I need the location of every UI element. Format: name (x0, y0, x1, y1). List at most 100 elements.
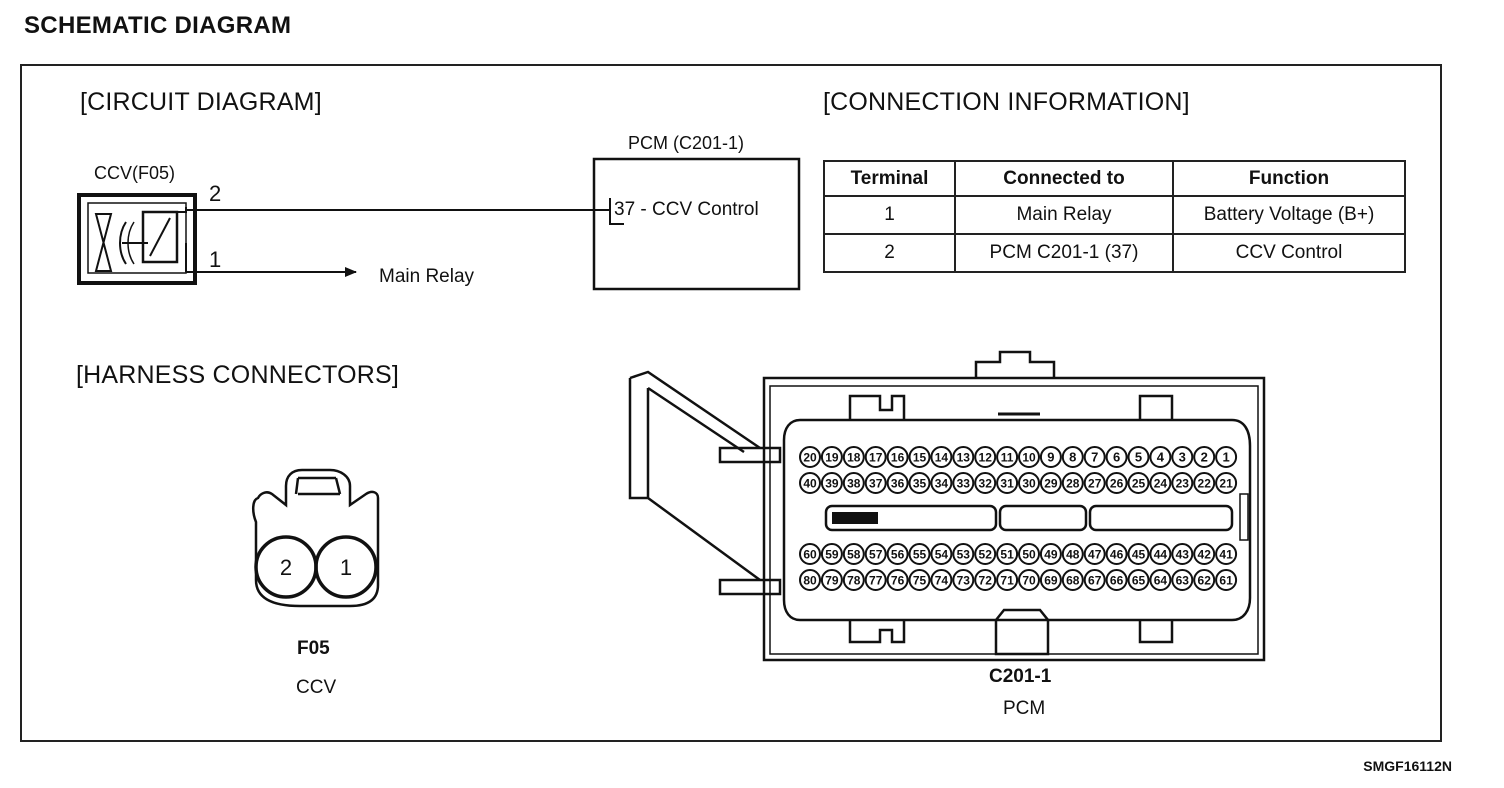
c201-pin-circle (1171, 472, 1194, 494)
c201-pin-circle (820, 569, 843, 591)
c201-pin-label: 8 (1069, 450, 1076, 465)
c201-pin-circle (930, 472, 953, 494)
c201-pin-label: 48 (1066, 548, 1080, 562)
table-header-row: Terminal Connected to Function (823, 160, 1406, 197)
c201-pin-label: 37 (869, 477, 883, 491)
c201-pin-circle (1018, 472, 1040, 494)
c201-pin-circle (974, 472, 997, 494)
c201-pin-label: 58 (847, 548, 861, 562)
circuit-wires (185, 209, 610, 277)
connection-table: Terminal Connected to Function 1 Main Re… (823, 160, 1406, 273)
table-cell: PCM C201-1 (37) (954, 233, 1174, 273)
c201-pin-label: 80 (803, 574, 817, 588)
c201-pin-label: 75 (913, 574, 927, 588)
c201-pin-label: 17 (869, 451, 883, 465)
c201-pin-circle (1171, 569, 1194, 591)
c201-pin-label: 60 (803, 548, 817, 562)
c201-pin-circle (799, 446, 821, 468)
c201-pin-circle (799, 472, 821, 494)
harness-connectors-heading: [HARNESS CONNECTORS] (76, 361, 400, 389)
c201-pin-circle (974, 569, 997, 591)
c201-pin-circle (1083, 472, 1106, 494)
c201-pin-label: 6 (1113, 450, 1120, 465)
c201-pin-label: 10 (1022, 451, 1036, 465)
c201-pin-circle (820, 472, 843, 494)
c201-pin-circle (1127, 569, 1150, 591)
connection-information-heading: [CONNECTION INFORMATION] (823, 88, 1190, 116)
c201-pin-label: 42 (1198, 548, 1212, 562)
c201-pin-label: 34 (935, 477, 949, 491)
c201-pin-circle (1127, 472, 1150, 494)
c201-pin-label: 7 (1091, 450, 1098, 465)
c201-pin-label: 27 (1088, 477, 1102, 491)
f05-pin-label: 2 (280, 555, 292, 580)
c201-pin-circle (1061, 543, 1084, 565)
c201-pin-label: 21 (1219, 477, 1233, 491)
table-cell: Battery Voltage (B+) (1172, 195, 1406, 235)
table-cell: 1 (823, 195, 956, 235)
c201-pin-circle (1018, 446, 1040, 468)
c201-pin-label: 25 (1132, 477, 1146, 491)
c201-pin-label: 9 (1047, 450, 1054, 465)
c201-pin-label: 16 (891, 451, 905, 465)
c201-pin-circle (1039, 446, 1062, 468)
c201-pin-circle (886, 446, 909, 468)
c201-pin-label: 40 (803, 477, 817, 491)
c201-pin-circle (1149, 472, 1172, 494)
c201-pin-circle (1215, 446, 1238, 468)
f05-connector-drawing (252, 468, 380, 608)
c201-pin-label: 45 (1132, 548, 1146, 562)
circuit-diagram-heading: [CIRCUIT DIAGRAM] (80, 88, 322, 116)
c201-pin-label: 4 (1157, 450, 1165, 465)
c201-pin-label: 13 (957, 451, 971, 465)
c201-pin-label: 52 (979, 548, 993, 562)
c201-pin-label: 31 (1000, 477, 1014, 491)
c201-pin-label: 66 (1110, 574, 1124, 588)
c201-pin-circle (908, 543, 931, 565)
c201-pin-label: 41 (1219, 548, 1233, 562)
c201-pin-label: 49 (1044, 548, 1058, 562)
c201-pin-circle (1061, 472, 1084, 494)
pcm-component-label: PCM (C201-1) (628, 133, 745, 153)
c201-pin-label: 15 (913, 451, 927, 465)
c201-pin-label: 43 (1176, 548, 1190, 562)
c201-pin-label: 77 (869, 574, 883, 588)
c201-pin-label: 3 (1179, 450, 1186, 465)
c201-pin-label: 78 (847, 574, 861, 588)
c201-pin-label: 74 (935, 574, 949, 588)
c201-pin-label: 50 (1022, 548, 1036, 562)
c201-pin-circle (1149, 446, 1172, 468)
c201-pin-label: 69 (1044, 574, 1058, 588)
f05-connector-name: F05 (297, 638, 330, 659)
c201-pin-label: 28 (1066, 477, 1080, 491)
c201-pin-circle (908, 472, 931, 494)
c201-pin-label: 38 (847, 477, 861, 491)
c201-connector-desc: PCM (1003, 698, 1046, 719)
c201-pin-circle (974, 543, 997, 565)
c201-pin-circle (886, 472, 909, 494)
c201-pin-circle (1039, 569, 1062, 591)
c201-pin-circle (1061, 569, 1084, 591)
c201-pin-circle (886, 569, 909, 591)
c201-pin-label: 36 (891, 477, 905, 491)
c201-pin-label: 79 (825, 574, 839, 588)
c201-pin-circle (1105, 472, 1128, 494)
c201-pin-circle (1105, 446, 1128, 468)
c201-pin-label: 62 (1198, 574, 1212, 588)
c201-pin-circle (908, 446, 931, 468)
c201-pin-label: 57 (869, 548, 883, 562)
c201-pin-circle (842, 472, 865, 494)
c201-pin-label: 19 (825, 451, 839, 465)
c201-pin-label: 12 (979, 451, 993, 465)
c201-pin-label: 33 (957, 477, 971, 491)
c201-pin-circle (1018, 569, 1040, 591)
c201-pin-circle (996, 446, 1019, 468)
c201-pin-circle (799, 569, 821, 591)
c201-pin-circle (1149, 569, 1172, 591)
c201-pin-circle (1039, 543, 1062, 565)
c201-pin-circle (1083, 569, 1106, 591)
c201-pin-label: 20 (803, 451, 817, 465)
c201-pin-label: 53 (957, 548, 971, 562)
c201-pin-circle (930, 446, 953, 468)
